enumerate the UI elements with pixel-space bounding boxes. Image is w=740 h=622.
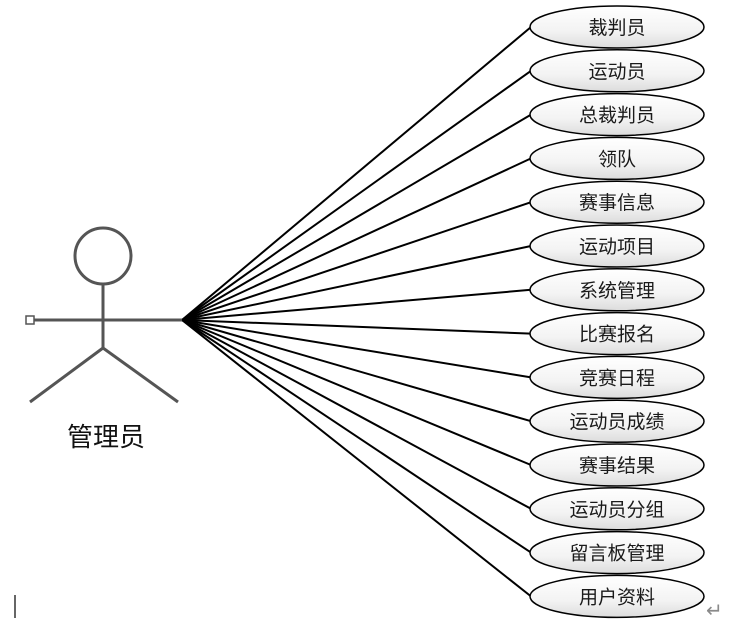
- return-mark: ↵: [706, 598, 723, 622]
- actor-right-leg: [102, 346, 179, 404]
- use-case: 运动员: [529, 49, 705, 93]
- use-case: 总裁判员: [529, 92, 705, 137]
- use-case: 用户资料: [529, 574, 705, 619]
- use-case: 赛事信息: [529, 180, 705, 224]
- use-case-label: 用户资料: [579, 586, 655, 608]
- use-case-label: 比赛报名: [579, 324, 655, 346]
- use-case-ellipse: [529, 49, 705, 93]
- actor: 管理员: [25, 226, 182, 453]
- use-case-label: 运动员成绩: [569, 411, 664, 433]
- use-case-ellipse: [529, 224, 705, 268]
- use-case: 裁判员: [529, 5, 705, 49]
- use-case-label: 系统管理: [579, 280, 655, 302]
- use-case-ellipse: [529, 355, 705, 400]
- actor-head: [73, 226, 133, 286]
- association-line: [181, 319, 532, 379]
- use-case-ellipse: [529, 530, 705, 575]
- association-line: [181, 319, 532, 423]
- use-case-ellipse: [529, 136, 705, 181]
- use-case-label: 赛事信息: [579, 192, 655, 214]
- association-line: [181, 69, 532, 321]
- association-line: [181, 319, 532, 335]
- use-case-ellipse: [529, 92, 705, 137]
- use-case-ellipse: [529, 574, 705, 619]
- association-line: [181, 319, 532, 554]
- use-case-label: 运动项目: [579, 236, 655, 258]
- use-case-label: 留言板管理: [569, 543, 664, 565]
- association-line: [181, 319, 532, 510]
- use-case: 留言板管理: [529, 530, 705, 575]
- use-case-label: 赛事结果: [579, 455, 655, 477]
- use-case-ellipse: [529, 180, 705, 224]
- association-line: [181, 26, 532, 321]
- use-case-label: 裁判员: [588, 17, 645, 39]
- actor-handle: [25, 315, 35, 325]
- use-case: 赛事结果: [529, 443, 705, 487]
- actor-left-leg: [29, 346, 104, 404]
- use-case-ellipse: [529, 268, 705, 312]
- association-line: [181, 201, 532, 321]
- use-case-ellipse: [529, 311, 705, 356]
- association-line: [181, 245, 532, 321]
- use-case: 运动员分组: [529, 487, 705, 531]
- use-cases: 裁判员运动员总裁判员领队赛事信息运动项目系统管理比赛报名竞赛日程运动员成绩赛事结…: [529, 5, 705, 619]
- stick-figure-icon: [29, 226, 182, 404]
- use-case-ellipse: [529, 399, 705, 443]
- use-case-label: 领队: [598, 148, 636, 170]
- use-case-ellipse: [529, 443, 705, 487]
- association-line: [181, 288, 532, 321]
- association-line: [181, 319, 532, 598]
- use-case: 领队: [529, 136, 705, 181]
- association-line: [181, 113, 532, 321]
- use-case-label: 运动员: [588, 61, 645, 83]
- association-line: [181, 319, 532, 466]
- use-case-ellipse: [529, 5, 705, 49]
- use-case-ellipse: [529, 487, 705, 531]
- use-case: 运动员成绩: [529, 399, 705, 443]
- use-case: 竞赛日程: [529, 355, 705, 400]
- use-case: 比赛报名: [529, 311, 705, 356]
- actor-label: 管理员: [67, 423, 145, 453]
- association-lines: [181, 26, 532, 598]
- use-case: 运动项目: [529, 224, 705, 268]
- use-case-label: 竞赛日程: [579, 367, 655, 389]
- use-case: 系统管理: [529, 268, 705, 312]
- use-case-label: 运动员分组: [569, 499, 664, 521]
- association-line: [181, 157, 532, 321]
- use-case-label: 总裁判员: [579, 105, 655, 127]
